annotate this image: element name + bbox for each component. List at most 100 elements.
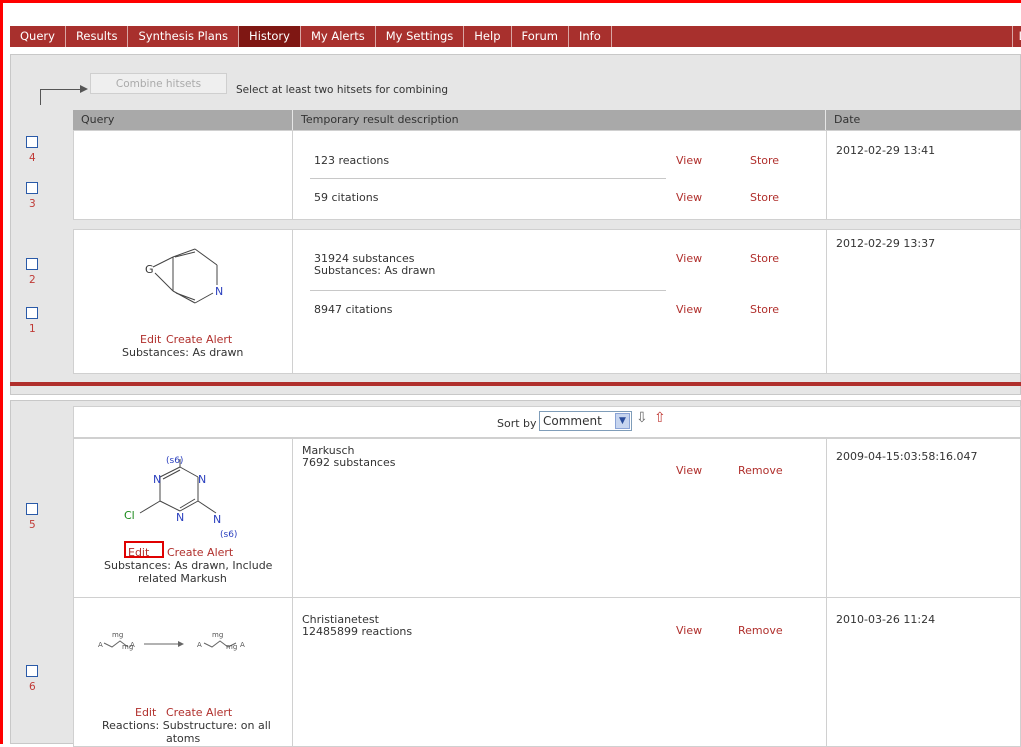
edit-link[interactable]: Edit: [128, 546, 150, 559]
view-link[interactable]: View: [676, 464, 703, 477]
result-date: 2010-03-26 11:24: [836, 613, 936, 626]
tab-logout-truncated[interactable]: L: [1019, 26, 1021, 47]
view-link[interactable]: View: [676, 191, 703, 204]
result-date: 2009-04-15:03:58:16.047: [836, 450, 978, 463]
structure-atom-label: N: [215, 285, 223, 298]
create-alert-link[interactable]: Create Alert: [166, 333, 233, 346]
structure-drawing[interactable]: G N: [135, 245, 225, 315]
view-link[interactable]: View: [676, 154, 703, 167]
app: Query Results Synthesis Plans History My…: [10, 20, 1021, 747]
result-description: 123 reactions: [314, 154, 390, 167]
arrow-down-outline-icon[interactable]: ⇩: [636, 410, 648, 426]
structure-atom-label: N: [176, 511, 184, 524]
sort-select[interactable]: Comment ▼: [539, 411, 632, 431]
structure-atom-label: N: [213, 513, 221, 526]
tab-help[interactable]: Help: [464, 26, 512, 47]
view-link[interactable]: View: [676, 252, 703, 265]
reaction-drawing[interactable]: A mg mg A A mg mg A: [98, 625, 258, 655]
sort-label: Sort by: [497, 417, 537, 430]
combine-hitsets-button[interactable]: Combine hitsets: [90, 73, 227, 94]
hitset-number: 3: [29, 198, 36, 210]
reaction-label: mg: [212, 631, 223, 639]
store-link[interactable]: Store: [750, 191, 780, 204]
tab-history[interactable]: History: [239, 26, 301, 47]
structure-drawing[interactable]: (s6) N N N N Cl (s6): [110, 453, 250, 548]
create-alert-link[interactable]: Create Alert: [167, 546, 234, 559]
chevron-down-icon[interactable]: ▼: [615, 413, 630, 429]
stored-count: 7692 substances: [302, 456, 396, 469]
edit-highlight: [124, 541, 164, 558]
result-date: 2012-02-29 13:37: [836, 237, 936, 250]
hitset-number: 4: [29, 152, 36, 164]
stored-checkbox[interactable]: [26, 665, 38, 677]
description-cell: [292, 130, 827, 220]
reaction-label: A: [240, 641, 245, 649]
stored-count: 12485899 reactions: [302, 625, 413, 638]
query-subtitle: Reactions: Substructure: on all: [102, 719, 271, 732]
query-subtitle: atoms: [166, 732, 201, 745]
hitset-checkbox[interactable]: [26, 258, 38, 270]
store-link[interactable]: Store: [750, 154, 780, 167]
tab-results[interactable]: Results: [66, 26, 129, 47]
markush-label: (s6): [220, 530, 237, 540]
reaction-label: A: [130, 641, 135, 649]
date-cell: [826, 130, 1021, 220]
tab-synthesis-plans[interactable]: Synthesis Plans: [128, 26, 240, 47]
store-link[interactable]: Store: [750, 252, 780, 265]
tab-query[interactable]: Query: [10, 26, 66, 47]
query-cell: [73, 438, 293, 598]
stored-checkbox[interactable]: [26, 503, 38, 515]
sort-selected-value: Comment: [543, 414, 602, 428]
stored-name: Markusch: [302, 444, 355, 457]
structure-atom-label: Cl: [124, 509, 135, 522]
screen-border-top: [0, 0, 1021, 3]
column-header-query: Query: [73, 110, 292, 130]
tab-forum[interactable]: Forum: [512, 26, 569, 47]
query-cell: [73, 597, 293, 747]
tab-info[interactable]: Info: [569, 26, 612, 47]
tab-my-settings[interactable]: My Settings: [376, 26, 465, 47]
edit-link[interactable]: Edit: [135, 706, 157, 719]
description-cell: [292, 438, 827, 598]
hitset-checkbox[interactable]: [26, 136, 38, 148]
result-separator: [310, 178, 666, 179]
nav-divider: [1012, 26, 1013, 47]
arrow-up-outline-icon[interactable]: ⇧: [654, 410, 666, 426]
stored-number: 5: [29, 519, 36, 531]
query-cell: [73, 130, 293, 220]
combine-arrow-line: [40, 89, 41, 105]
column-header-date: Date: [826, 110, 1021, 130]
edit-link[interactable]: Edit: [140, 333, 162, 346]
hitset-checkbox[interactable]: [26, 182, 38, 194]
hitset-number: 1: [29, 323, 36, 335]
tab-my-alerts[interactable]: My Alerts: [301, 26, 376, 47]
reaction-label: A: [98, 641, 103, 649]
remove-link[interactable]: Remove: [738, 624, 783, 637]
date-cell: [826, 438, 1021, 598]
view-link[interactable]: View: [676, 624, 703, 637]
hitset-checkbox[interactable]: [26, 307, 38, 319]
create-alert-link[interactable]: Create Alert: [166, 706, 233, 719]
store-link[interactable]: Store: [750, 303, 780, 316]
result-separator: [310, 290, 666, 291]
result-description: 8947 citations: [314, 303, 393, 316]
remove-link[interactable]: Remove: [738, 464, 783, 477]
reaction-label: mg: [112, 631, 123, 639]
result-description: 59 citations: [314, 191, 379, 204]
combine-arrow-line: [40, 89, 80, 90]
section-divider: [10, 382, 1021, 386]
stored-number: 6: [29, 681, 36, 693]
stored-name: Christianetest: [302, 613, 379, 626]
combine-arrow-icon: [80, 85, 88, 93]
result-description-sub: Substances: As drawn: [314, 264, 436, 277]
reaction-label: mg: [226, 643, 237, 651]
reaction-label: mg: [122, 643, 133, 651]
structure-atom-label: G: [145, 263, 154, 276]
view-link[interactable]: View: [676, 303, 703, 316]
reaction-label: A: [197, 641, 202, 649]
structure-atom-label: N: [198, 473, 206, 486]
hitset-number: 2: [29, 274, 36, 286]
combine-hint: Select at least two hitsets for combinin…: [236, 84, 449, 96]
reaction-arrow-icon: [178, 641, 184, 647]
query-subtitle: Substances: As drawn: [122, 346, 244, 359]
